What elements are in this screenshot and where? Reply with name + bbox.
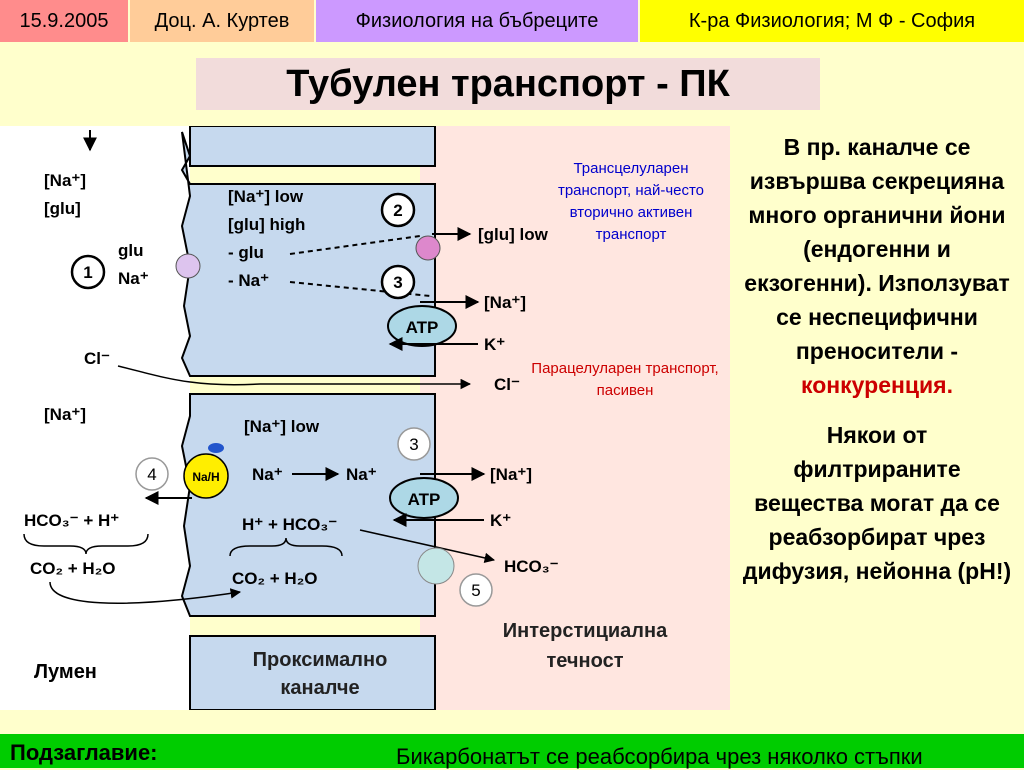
co2-diffusion-arrow (49, 581, 242, 604)
header-topic: Физиология на бъбреците (316, 0, 638, 42)
interstitial-area (420, 126, 730, 710)
glu-label: glu (118, 241, 144, 260)
atp-lower-label: ATP (408, 490, 441, 509)
cell1-glu-high: [glu] high (228, 215, 305, 234)
lumen-co2-h2o: CO₂ + H₂O (30, 559, 115, 578)
paracellular-label: Парацелуларен транспорт, пасивен (531, 360, 719, 399)
step-2-number: 2 (393, 201, 402, 220)
step-5-number: 5 (471, 581, 480, 600)
cell-bottom (189, 635, 436, 710)
transcellular-label: Трансцелуларен транспорт, най-често втор… (557, 160, 705, 243)
side-note-1: В пр. каналче се извършва секрецияна мно… (740, 130, 1014, 402)
minus-glu-label: - glu (228, 243, 264, 262)
cell-brace (229, 537, 343, 557)
cell-lower (180, 393, 436, 617)
hco3-transporter (417, 547, 455, 585)
side-notes: В пр. каналче се извършва секрецияна мно… (740, 130, 1014, 604)
lumen-hco3-h: HCO₃⁻ + H⁺ (24, 511, 119, 530)
minus-na-label: - Na⁺ (228, 271, 269, 290)
step-1-marker (70, 254, 106, 290)
interstitial-na2-label: [Na⁺] (490, 465, 532, 484)
lumen-area (0, 126, 190, 710)
na-label: Na⁺ (118, 269, 149, 288)
cell-co2-h2o: CO₂ + H₂O (232, 569, 317, 588)
step-1-number: 1 (83, 263, 92, 282)
na-h-label: Na/H (192, 470, 219, 484)
header-author: Доц. А. Куртев (130, 0, 314, 42)
step-3-upper-marker (380, 264, 416, 300)
glucose-uniporter (415, 235, 441, 261)
na-h-exchanger (183, 453, 229, 499)
na-cell-label: Na⁺ (252, 465, 283, 484)
small-channel (208, 443, 224, 453)
cl-lumen-label: Cl⁻ (84, 349, 110, 368)
side-note-2: Някои от филтрираните вещества могат да … (742, 422, 1012, 584)
footer-label: Подзаглавие: (10, 740, 158, 765)
lumen-na-label: [Na⁺] (44, 171, 86, 190)
cl-interstitial-label: Cl⁻ (494, 375, 520, 394)
cell-h-hco3: H⁺ + HCO₃⁻ (242, 515, 337, 534)
slide-title: Тубулен транспорт - ПК (196, 58, 820, 110)
lumen-label: Лумен (34, 661, 97, 683)
k-lower-label: K⁺ (490, 511, 511, 530)
step-4-marker (135, 457, 169, 491)
side-note-1-text: В пр. каналче се извършва секрецияна мно… (744, 134, 1010, 364)
atp-upper-label: ATP (406, 318, 439, 337)
k-upper-label: K⁺ (484, 335, 505, 354)
lumen-na2-label: [Na⁺] (44, 405, 86, 424)
footer-bar: Подзаглавие: Бикарбонатът се реабсорбира… (0, 734, 1024, 769)
lumen-glu-label: [glu] (44, 199, 81, 218)
cell1-na-low: [Na⁺] low (228, 187, 304, 206)
step-2-marker (380, 192, 416, 228)
header-department: К-ра Физиология; М Ф - София (640, 0, 1024, 42)
tubular-transport-diagram: [Na⁺] [glu] [Na⁺] low [glu] high glu Na⁺… (0, 126, 730, 710)
atp-pump-upper (387, 305, 457, 347)
glucose-cotransporter (175, 253, 201, 279)
cell2-na-low: [Na⁺] low (244, 417, 320, 436)
step-3-lower-marker (397, 427, 431, 461)
hco3-exit-arrow (359, 529, 496, 564)
cell-top-strip (189, 126, 436, 167)
step-4-number: 4 (147, 465, 156, 484)
side-note-1-highlight: конкуренция. (801, 372, 953, 398)
step-5-marker (459, 573, 493, 607)
lumen-brace (23, 533, 149, 555)
header-date: 15.9.2005 (0, 0, 128, 42)
cell-upper (180, 131, 436, 377)
interstitial-fluid-label: Интерстициална течност (502, 620, 668, 672)
interstitial-na-label: [Na⁺] (484, 293, 526, 312)
glu-low-label: [glu] low (478, 225, 549, 244)
footer-subtitle: Бикарбонатът се реабсорбира чрез няколко… (396, 744, 923, 769)
atp-pump-lower (389, 477, 459, 519)
proximal-tubule-label: Проксимално каналче (252, 649, 388, 699)
step-3-upper-number: 3 (393, 273, 402, 292)
na-cell2-label: Na⁺ (346, 465, 377, 484)
glu-dashed-path (289, 235, 421, 255)
paracellular-arrow (117, 365, 472, 390)
interstitial-hco3-label: HCO₃⁻ (504, 557, 559, 576)
step-3-lower-number: 3 (409, 435, 418, 454)
